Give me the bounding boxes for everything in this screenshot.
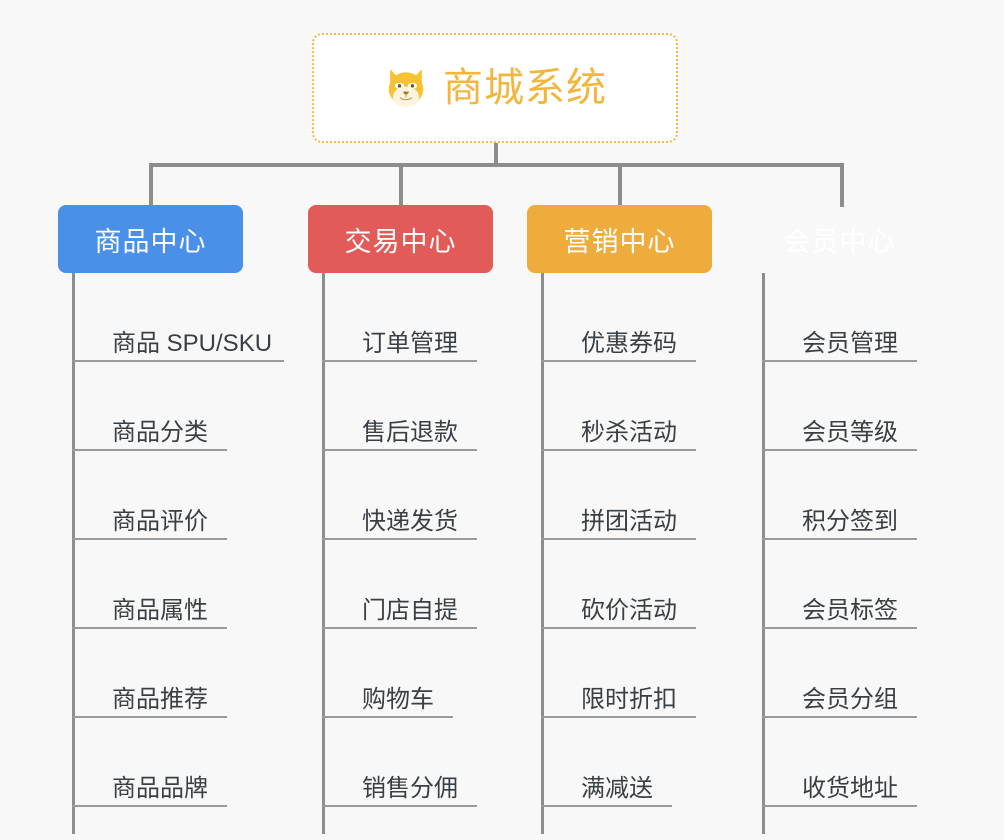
leaf-item[interactable]: 销售分佣 (322, 718, 477, 807)
leaf-label: 销售分佣 (362, 774, 458, 802)
connector-drop-3 (618, 163, 622, 207)
leaf-label: 收货地址 (802, 774, 898, 802)
leaf-label: 商品评价 (112, 507, 208, 535)
leaf-item[interactable]: 优惠券码 (541, 273, 696, 362)
column-trunk-line (762, 273, 765, 834)
leaf-item[interactable]: 收货地址 (762, 718, 917, 807)
leaf-item[interactable]: 购物车 (322, 629, 453, 718)
leaf-item[interactable]: 秒杀活动 (541, 362, 696, 451)
connector-horizontal-bar (149, 163, 844, 167)
leaf-item[interactable]: 商品 SPU/SKU (72, 273, 284, 362)
leaf-label: 订单管理 (362, 329, 458, 357)
leaf-item[interactable]: 快递发货 (322, 451, 477, 540)
category-label: 商品中心 (94, 226, 207, 257)
category-label: 会员中心 (783, 226, 896, 257)
leaf-label: 限时折扣 (581, 685, 677, 713)
leaf-item[interactable]: 砍价活动 (541, 540, 696, 629)
leaf-item[interactable]: 满减送 (541, 718, 672, 807)
category-label: 营销中心 (563, 226, 676, 257)
leaf-item[interactable]: 订单管理 (322, 273, 477, 362)
dog-face-icon (388, 69, 424, 107)
leaf-item[interactable]: 会员管理 (762, 273, 917, 362)
leaf-item[interactable]: 积分签到 (762, 451, 917, 540)
leaf-label: 购物车 (362, 685, 434, 713)
leaf-item[interactable]: 商品推荐 (72, 629, 227, 718)
connector-root-stem (494, 143, 498, 165)
connector-drop-1 (149, 163, 153, 207)
leaf-label: 积分签到 (802, 507, 898, 535)
leaf-item[interactable]: 会员标签 (762, 540, 917, 629)
leaf-label: 优惠券码 (581, 329, 677, 357)
leaf-item[interactable]: 会员分组 (762, 629, 917, 718)
category-box-0[interactable]: 商品中心 (58, 205, 243, 273)
leaf-item[interactable]: 商品评价 (72, 451, 227, 540)
leaf-item[interactable]: 商品属性 (72, 540, 227, 629)
root-title: 商城系统 (443, 66, 607, 110)
leaf-label: 会员管理 (802, 329, 898, 357)
leaf-label: 商品品牌 (112, 774, 208, 802)
leaf-item[interactable]: 限时折扣 (541, 629, 696, 718)
leaf-item[interactable]: 售后退款 (322, 362, 477, 451)
leaf-label: 砍价活动 (581, 596, 677, 624)
leaf-label: 满减送 (581, 774, 653, 802)
leaf-label: 门店自提 (362, 596, 458, 624)
category-label: 交易中心 (344, 226, 457, 257)
leaf-label: 会员标签 (802, 596, 898, 624)
column-trunk-line (541, 273, 544, 834)
leaf-item[interactable]: 商品分类 (72, 362, 227, 451)
leaf-label: 会员分组 (802, 685, 898, 713)
column-trunk-line (72, 273, 75, 834)
leaf-item[interactable]: 拼团活动 (541, 451, 696, 540)
leaf-label: 售后退款 (362, 418, 458, 446)
leaf-label: 快递发货 (362, 507, 458, 535)
leaf-label: 拼团活动 (581, 507, 677, 535)
category-box-2[interactable]: 营销中心 (527, 205, 712, 273)
leaf-label: 商品推荐 (112, 685, 208, 713)
leaf-label: 秒杀活动 (581, 418, 677, 446)
leaf-label: 会员等级 (802, 418, 898, 446)
leaf-item[interactable]: 商品品牌 (72, 718, 227, 807)
leaf-label: 商品属性 (112, 596, 208, 624)
leaf-label: 商品分类 (112, 418, 208, 446)
leaf-label: 商品 SPU/SKU (112, 329, 273, 357)
category-box-3[interactable]: 会员中心 (747, 205, 932, 273)
root-node[interactable]: 商城系统 (312, 33, 678, 143)
leaf-item[interactable]: 会员等级 (762, 362, 917, 451)
category-box-1[interactable]: 交易中心 (308, 205, 493, 273)
column-trunk-line (322, 273, 325, 834)
connector-drop-4 (840, 163, 844, 207)
connector-drop-2 (399, 163, 403, 207)
leaf-item[interactable]: 门店自提 (322, 540, 477, 629)
